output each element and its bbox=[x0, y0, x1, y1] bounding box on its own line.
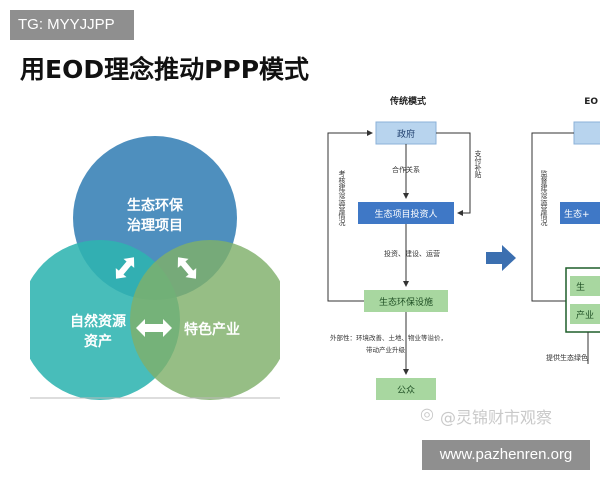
page-title: 用EOD理念推动PPP模式 bbox=[20, 55, 310, 84]
eod-bottom-note: 提供生态绿色 bbox=[546, 353, 588, 362]
double-arrow-right-icon bbox=[177, 257, 197, 279]
eod-government-box bbox=[573, 121, 600, 145]
left-loop-line bbox=[327, 130, 373, 302]
traditional-heading: 传统模式 bbox=[389, 95, 426, 107]
venn-diagram: 生态环保 治理项目 自然资源 资产 特色产业 bbox=[30, 136, 280, 400]
investor-label: 生态项目投资人 bbox=[374, 208, 437, 220]
eod-green-box-2-label: 产业 bbox=[576, 309, 594, 321]
externality-line-1: 外部性：环境改善、土地、物业等溢价， bbox=[330, 333, 447, 342]
watermark: @灵锦财市观察 bbox=[440, 408, 553, 427]
investment-note: 投资、建设、运营 bbox=[384, 249, 440, 258]
transition-arrow-icon bbox=[486, 245, 516, 271]
double-arrow-horizontal-icon bbox=[136, 319, 172, 337]
tag-label: TG: MYYJJPP bbox=[10, 10, 134, 40]
left-side-label: 考核建设运营情况 bbox=[338, 170, 346, 227]
externality-line-2: 带动产业升级 bbox=[366, 345, 406, 354]
double-arrow-left-icon bbox=[115, 257, 135, 279]
public-label: 公众 bbox=[397, 385, 415, 396]
eod-left-side-label: 监督建设运营情况 bbox=[540, 169, 548, 227]
venn-top-label-1: 生态环保 bbox=[127, 197, 184, 214]
right-loop-line bbox=[436, 132, 471, 216]
eod-green-box-1 bbox=[570, 276, 600, 296]
eod-heading: EO bbox=[584, 97, 598, 107]
facility-label: 生态环保设施 bbox=[379, 296, 433, 308]
eod-green-box-1-label: 生 bbox=[576, 281, 585, 293]
investor-box bbox=[358, 202, 454, 224]
venn-left-label-1: 自然资源 bbox=[70, 313, 126, 330]
mode-comparison-diagram: 传统模式 政府 合作关系 生态项目投资人 投资、建设、运营 生态环保设施 考核建… bbox=[327, 95, 600, 400]
camera-icon: ◎ bbox=[420, 404, 434, 423]
url-label: www.pazhenren.org bbox=[422, 440, 590, 470]
public-box bbox=[376, 378, 436, 400]
venn-circle-right bbox=[130, 240, 280, 400]
right-side-label: 支付补贴 bbox=[474, 149, 482, 179]
venn-right-label: 特色产业 bbox=[184, 321, 240, 338]
eod-green-box-2 bbox=[570, 304, 600, 324]
eod-investor-label: 生态+ bbox=[564, 208, 590, 220]
venn-top-label-2: 治理项目 bbox=[127, 217, 183, 234]
venn-left-label-2: 资产 bbox=[84, 333, 112, 350]
eod-investor-box bbox=[560, 202, 600, 224]
government-label: 政府 bbox=[397, 128, 415, 140]
eod-left-loop-line bbox=[531, 132, 578, 302]
facility-box bbox=[364, 290, 448, 312]
